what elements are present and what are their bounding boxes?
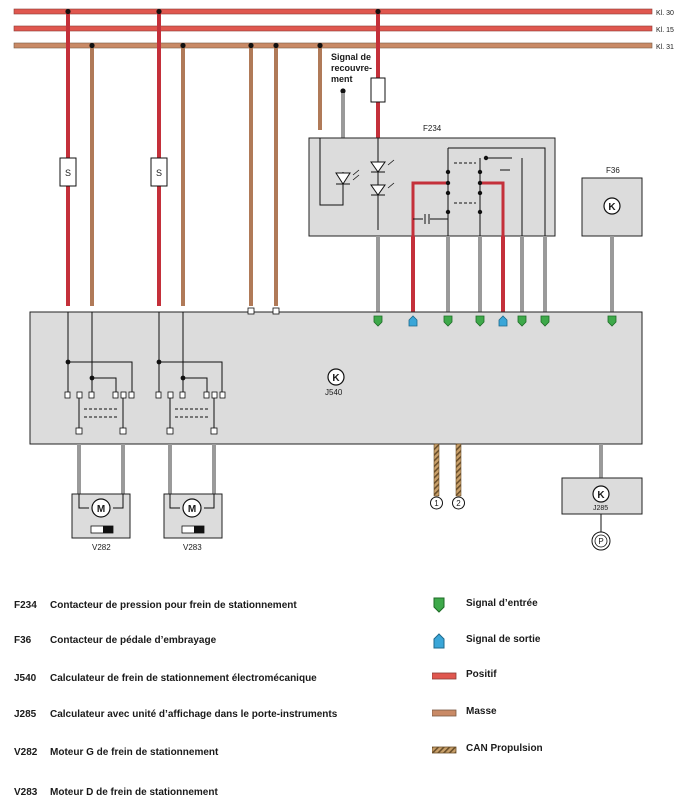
output-wires: [411, 236, 505, 316]
f36-label: F36: [606, 166, 620, 175]
svg-text:S: S: [156, 168, 162, 178]
j540-label: J540: [325, 388, 343, 397]
rail-kl30: [13, 8, 653, 15]
svg-text:ment: ment: [331, 74, 353, 84]
f234-switch-box: F234: [308, 124, 556, 237]
output-pins: [408, 315, 508, 327]
svg-text:S: S: [65, 168, 71, 178]
rail-kl30-label: Kl. 30: [656, 10, 674, 17]
rail-kl31: [13, 42, 653, 49]
fuse-right: S: [150, 157, 168, 187]
rail-kl31-label: Kl. 31: [656, 44, 674, 51]
v282-label: V282: [92, 543, 111, 552]
svg-text:M: M: [188, 504, 196, 515]
power-rails: Kl. 30 Kl. 15 Kl. 31: [13, 8, 674, 51]
can-bus-wires: 1 2: [430, 443, 465, 510]
svg-text:K: K: [332, 373, 340, 384]
junction-dots: [65, 8, 381, 49]
j540-control-unit: K J540: [29, 307, 643, 445]
rail-kl15: [13, 25, 653, 32]
ground-wire-icon: [432, 709, 457, 717]
motor-v282: M V282: [71, 493, 131, 552]
fuse-left: S: [59, 157, 77, 187]
motor-v283: M V283: [163, 493, 223, 552]
svg-text:2: 2: [456, 499, 461, 508]
f36-pedal-switch: F36 K: [581, 166, 643, 237]
svg-text:Signal de: Signal de: [331, 52, 371, 62]
output-signal-icon: [433, 633, 445, 649]
j285-label: J285: [593, 505, 608, 512]
can-bus-icon: [432, 746, 457, 754]
svg-text:K: K: [608, 202, 616, 213]
v283-label: V283: [183, 543, 202, 552]
svg-text:recouvre-: recouvre-: [331, 63, 372, 73]
legend: F234 Contacteur de pression pour frein d…: [14, 597, 543, 798]
j285-instrument-unit: K J285 P: [561, 477, 643, 551]
rail-kl15-label: Kl. 15: [656, 27, 674, 34]
input-signal-icon: [433, 597, 445, 613]
supply-wires: [66, 12, 380, 306]
wiring-diagram: Kl. 30 Kl. 15 Kl. 31 S S Signal de recou…: [13, 8, 674, 552]
signal-recouvrement-label: Signal de recouvre- ment: [331, 52, 372, 84]
fuse-f234: [370, 77, 386, 103]
input-pins: [373, 315, 617, 327]
signal-wires: [376, 236, 614, 316]
motor-wires: [77, 444, 603, 494]
parking-warning-icon: P: [598, 537, 603, 546]
svg-text:M: M: [97, 504, 105, 515]
svg-text:K: K: [597, 490, 605, 501]
positive-wire-icon: [432, 672, 457, 680]
svg-text:1: 1: [434, 499, 439, 508]
f234-label: F234: [423, 124, 442, 133]
